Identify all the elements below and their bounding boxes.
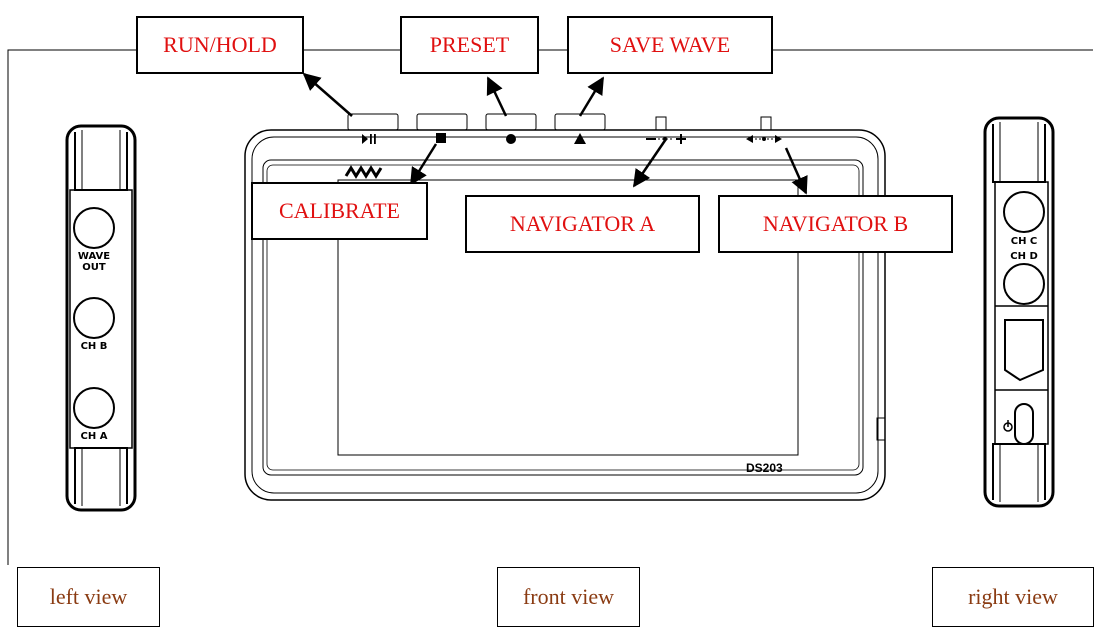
left-view-device: [65, 124, 137, 512]
arrow-calibrate: [409, 143, 438, 186]
ch-b-jack: [73, 297, 115, 339]
calibrate-button: [416, 113, 468, 131]
calibrate-symbol-icon: [344, 165, 383, 179]
arrow-navigator-b: [784, 147, 808, 195]
ch-d-jack: [1003, 263, 1045, 305]
callout-navigator-a: NAVIGATOR A: [465, 195, 700, 253]
navigator-b-nub: [760, 116, 772, 131]
wave-label: WAVE: [78, 251, 110, 262]
power-switch: [1014, 403, 1034, 445]
ch-a-jack: [73, 387, 115, 429]
label-right-view: right view: [932, 567, 1094, 627]
label-front-view: front view: [497, 567, 640, 627]
model-label: DS203: [746, 461, 783, 475]
callout-preset: PRESET: [400, 16, 539, 74]
frame-lines: [7, 49, 1093, 565]
front-view-device: [244, 113, 886, 501]
ch-a-label: CH A: [81, 431, 108, 442]
out-label: OUT: [82, 262, 106, 273]
ch-c-label: CH C: [1011, 236, 1038, 247]
ch-b-label: CH B: [81, 341, 108, 352]
arrow-preset: [486, 76, 508, 117]
ch-d-label: CH D: [1010, 251, 1038, 262]
device-drawing: WAVE OUT CH B CH A: [7, 49, 1093, 565]
ch-c-jack: [1003, 191, 1045, 233]
callout-calibrate: CALIBRATE: [251, 182, 428, 240]
callout-run-hold: RUN/HOLD: [136, 16, 304, 74]
arrow-save-wave: [578, 76, 605, 117]
wave-out-jack: [73, 207, 115, 249]
navigator-a-nub: [655, 116, 667, 131]
preset-button: [485, 113, 537, 131]
callout-navigator-b: NAVIGATOR B: [718, 195, 953, 253]
front-button-symbols: [362, 133, 782, 144]
usb-port: [1004, 319, 1044, 382]
callout-save-wave: SAVE WAVE: [567, 16, 773, 74]
run-hold-button: [347, 113, 399, 131]
callout-arrows: [302, 72, 808, 195]
arrow-run-hold: [302, 72, 353, 117]
label-left-view: left view: [17, 567, 160, 627]
diagram-root: { "callouts": { "run_hold": "RUN/HOLD", …: [7, 16, 1094, 627]
right-view-device: [983, 116, 1055, 508]
arrow-navigator-a: [632, 138, 668, 188]
save-wave-button: [554, 113, 606, 131]
